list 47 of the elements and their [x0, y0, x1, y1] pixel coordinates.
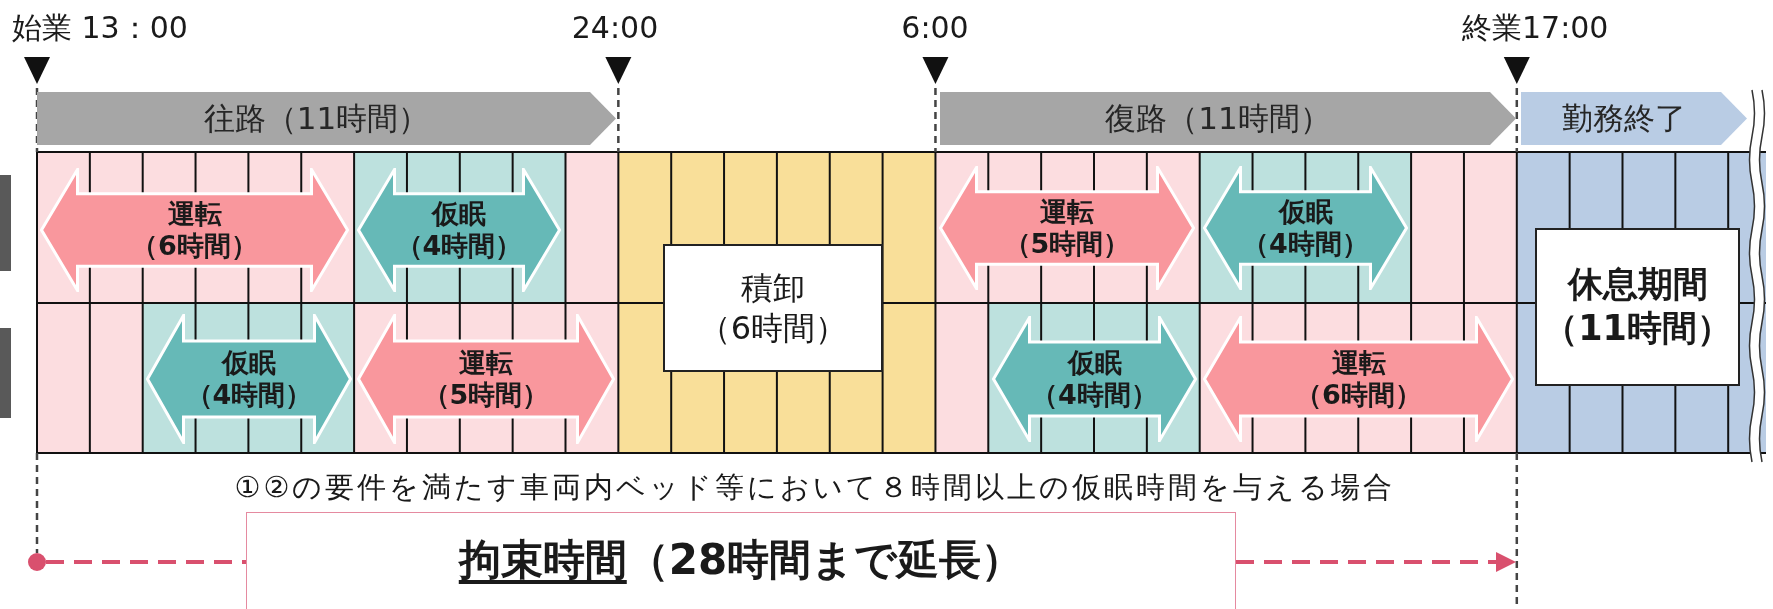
activity-label: 運転 — [1040, 195, 1094, 228]
note-text: ①②の要件を満たす車両内ベッド等において８時間以上の仮眠時間を与える場合 — [233, 470, 1397, 505]
duration-label: （4時間） — [1242, 228, 1369, 261]
time-label: 終業17:00 — [1462, 10, 1610, 46]
dashed-arrow — [1236, 552, 1516, 572]
time-label: 始業 13：00 — [12, 10, 189, 46]
activity-block — [146, 314, 352, 444]
start-dot — [28, 553, 46, 571]
activity-block — [939, 166, 1195, 290]
activity-label: 仮眠 — [432, 197, 486, 230]
duration-label: （4時間） — [185, 379, 313, 412]
duration-box — [246, 512, 1236, 609]
activity-block — [40, 168, 349, 292]
heading-text: 拘束時間 — [458, 539, 627, 581]
phase-label: 復路（11時間） — [1105, 103, 1331, 134]
activity-block — [357, 314, 615, 444]
extension-text: （28時間まで延長） — [626, 539, 1024, 581]
phase-banner — [37, 92, 616, 145]
duration-label: （4時間） — [1031, 379, 1158, 412]
phase-label: 勤務終了 — [1562, 103, 1686, 134]
activity-label: 運転 — [459, 346, 513, 379]
period-label: 休息期間 — [1567, 263, 1708, 307]
duration-label: （11時間） — [1543, 307, 1732, 350]
activity-label: 運転 — [167, 197, 222, 230]
time-label: 6:00 — [900, 10, 970, 46]
activity-label: 仮眠 — [1278, 195, 1333, 228]
duration-label: （6時間） — [131, 230, 258, 263]
time-label: 24:00 — [570, 10, 660, 46]
dashed-line — [46, 560, 246, 564]
activity-block — [1203, 166, 1408, 290]
duration-label: （4時間） — [395, 230, 523, 263]
duration-label: （5時間） — [422, 379, 550, 412]
duration-label: （6時間） — [1295, 379, 1422, 412]
activity-label: 仮眠 — [222, 346, 276, 379]
duration-label: （5時間） — [1003, 228, 1131, 261]
activity-block — [992, 316, 1197, 442]
activity-label: 仮眠 — [1067, 346, 1122, 379]
period-label: 積卸 — [741, 268, 805, 308]
duration-label: （6時間） — [698, 308, 848, 348]
activity-label: 運転 — [1331, 346, 1386, 379]
period-box — [1535, 228, 1740, 386]
phase-label: 往路（11時間） — [203, 103, 430, 134]
activity-block — [1203, 316, 1514, 442]
phase-banner — [940, 92, 1516, 145]
activity-block — [357, 168, 561, 292]
period-box — [663, 244, 883, 372]
phase-banner — [1521, 92, 1747, 145]
